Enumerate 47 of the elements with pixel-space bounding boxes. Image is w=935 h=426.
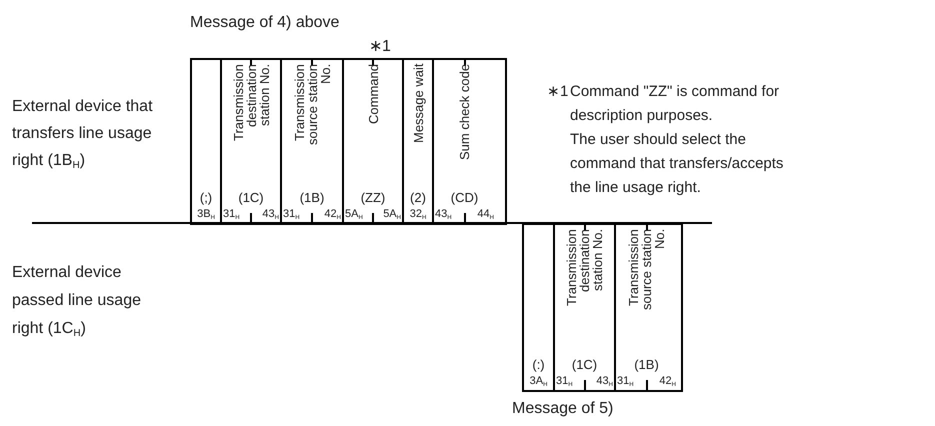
frame-caption: Message of 5)	[512, 399, 614, 419]
ascii-value: (1C)	[238, 189, 264, 207]
field-name: Transmission destination station No.	[232, 64, 270, 143]
frame-field	[282, 60, 344, 223]
field-name: Command	[366, 64, 380, 126]
hex-code: 42$_{H}$	[659, 374, 676, 388]
hex-code: 3A$_{H}$	[530, 374, 548, 388]
ascii-value: (CD)	[450, 189, 478, 207]
hex-code: 43$_{H}$	[262, 207, 279, 221]
ascii-value: (;)	[200, 189, 212, 207]
message-frame	[522, 223, 683, 392]
device-label: External device that transfers line usage right (1B$_{H}$)	[12, 97, 154, 172]
ascii-value: (1C)	[572, 356, 598, 374]
frame-field	[616, 225, 677, 390]
field-name: Sum check code	[458, 64, 471, 162]
hex-code: 31$_{H}$	[283, 207, 300, 221]
hex-code: 43$_{H}$	[435, 207, 452, 221]
frame-field	[434, 60, 495, 223]
ascii-value: (:)	[532, 356, 545, 374]
field-name: Transmission source station No.	[627, 229, 666, 312]
hex-code: 5A$_{H}$	[345, 207, 363, 221]
hex-code: 5A$_{H}$	[383, 207, 401, 221]
frame-field	[222, 60, 282, 223]
device-label: External device passed line usage right (1C$_{H}$)	[12, 263, 142, 340]
field-name: Message wait	[412, 64, 424, 146]
footnote-text: The user should select the command that transfers/accepts the line usage right.	[570, 130, 784, 198]
frame-field	[555, 225, 616, 390]
message-frame	[190, 58, 507, 225]
hex-code: 42$_{H}$	[324, 207, 341, 221]
ascii-value: (2)	[410, 189, 426, 207]
field-name: Transmission destination station No.	[565, 229, 604, 308]
hex-code: 3B$_{H}$	[197, 207, 215, 221]
hex-code: 43$_{H}$	[596, 374, 613, 388]
hex-code: 31$_{H}$	[223, 207, 240, 221]
hex-code: 31$_{H}$	[556, 374, 573, 388]
footnote-mark: ∗1	[368, 38, 392, 56]
ascii-value: (1B)	[300, 189, 324, 207]
footnote-text: Command "ZZ" is command for description purposes.	[570, 82, 780, 126]
hex-code: 31$_{H}$	[617, 374, 634, 388]
frame-caption: Message of 4) above	[190, 13, 340, 33]
hex-code: 44$_{H}$	[477, 207, 494, 221]
ascii-value: (ZZ)	[360, 189, 386, 207]
field-name: Transmission source station No.	[292, 64, 332, 147]
hex-code: 32$_{H}$	[410, 207, 426, 221]
footnote-mark: ∗1	[547, 82, 569, 102]
ascii-value: (1B)	[634, 356, 659, 374]
frame-field	[344, 60, 404, 223]
